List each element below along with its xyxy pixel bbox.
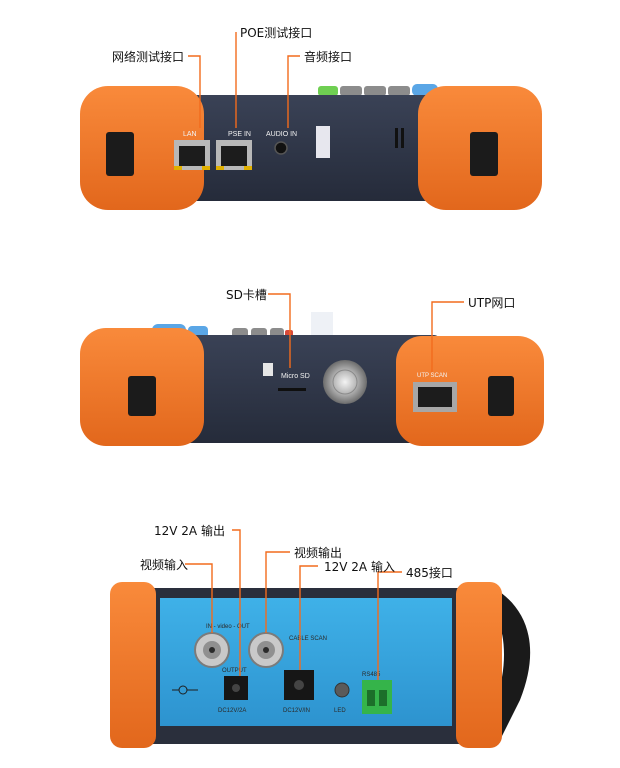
rs485-silk: RS485 xyxy=(362,672,381,678)
video-out-label: 视频输出 xyxy=(294,546,343,560)
sticker-label xyxy=(316,126,330,158)
hand-strap xyxy=(480,588,531,740)
poe-port-label: POE测试接口 xyxy=(240,26,313,40)
cable-scan-silk: CABLE SCAN xyxy=(289,636,327,642)
sd-slot xyxy=(278,388,306,391)
utp-scan-silk: UTP SCAN xyxy=(417,373,447,379)
audio-jack xyxy=(274,141,288,155)
right-bumper-side xyxy=(396,336,544,446)
top-leaders xyxy=(188,32,300,128)
side-panel: Micro SD UTP SCAN xyxy=(80,293,544,446)
side-leaders xyxy=(268,293,464,372)
audio-in-silk: AUDIO IN xyxy=(266,131,297,138)
out-12v-label: 12V 2A 输出 xyxy=(154,524,225,538)
audio-port-label: 音频接口 xyxy=(304,50,353,64)
sd-slot-label: SD卡槽 xyxy=(226,288,267,302)
bnc-video-in xyxy=(194,632,230,668)
bottom-panel: IN - video - OUT CABLE SCAN OUTPUT DC12V… xyxy=(110,529,531,748)
video-in-label: 视频输入 xyxy=(140,558,189,572)
lan-silk: LAN xyxy=(183,131,197,138)
in-12v-label: 12V 2A 输入 xyxy=(324,560,395,574)
bottom-leaders xyxy=(185,529,402,680)
output-silk: OUTPUT xyxy=(222,668,247,674)
strap-slot-left xyxy=(106,132,134,176)
polarity-icon xyxy=(172,685,198,695)
sd-card-icon xyxy=(263,363,273,376)
utp-port-label: UTP网口 xyxy=(468,296,516,310)
device-body-top xyxy=(150,95,440,201)
lan-port-label: 网络测试接口 xyxy=(112,50,185,64)
rs485-label: 485接口 xyxy=(406,566,453,580)
right-guard xyxy=(456,582,502,748)
strap-slot-right xyxy=(470,132,498,176)
speaker-grille xyxy=(323,360,367,404)
top-panel: LAN PSE IN AUDIO IN xyxy=(80,32,542,210)
led-silk: LED xyxy=(334,708,346,714)
left-guard xyxy=(110,582,156,748)
dc12vin-silk: DC12V/IN xyxy=(283,708,310,714)
left-bumper xyxy=(80,86,204,210)
pse-in-silk: PSE IN xyxy=(228,131,251,138)
bnc-video-out xyxy=(248,632,284,668)
dc12v2a-silk: DC12V/2A xyxy=(218,708,246,714)
micro-sd-silk: Micro SD xyxy=(281,373,310,380)
led-indicator xyxy=(334,682,350,698)
rs485-terminal xyxy=(362,680,392,714)
keypad-top xyxy=(318,84,438,96)
in-video-out-silk: IN - video - OUT xyxy=(206,624,250,630)
